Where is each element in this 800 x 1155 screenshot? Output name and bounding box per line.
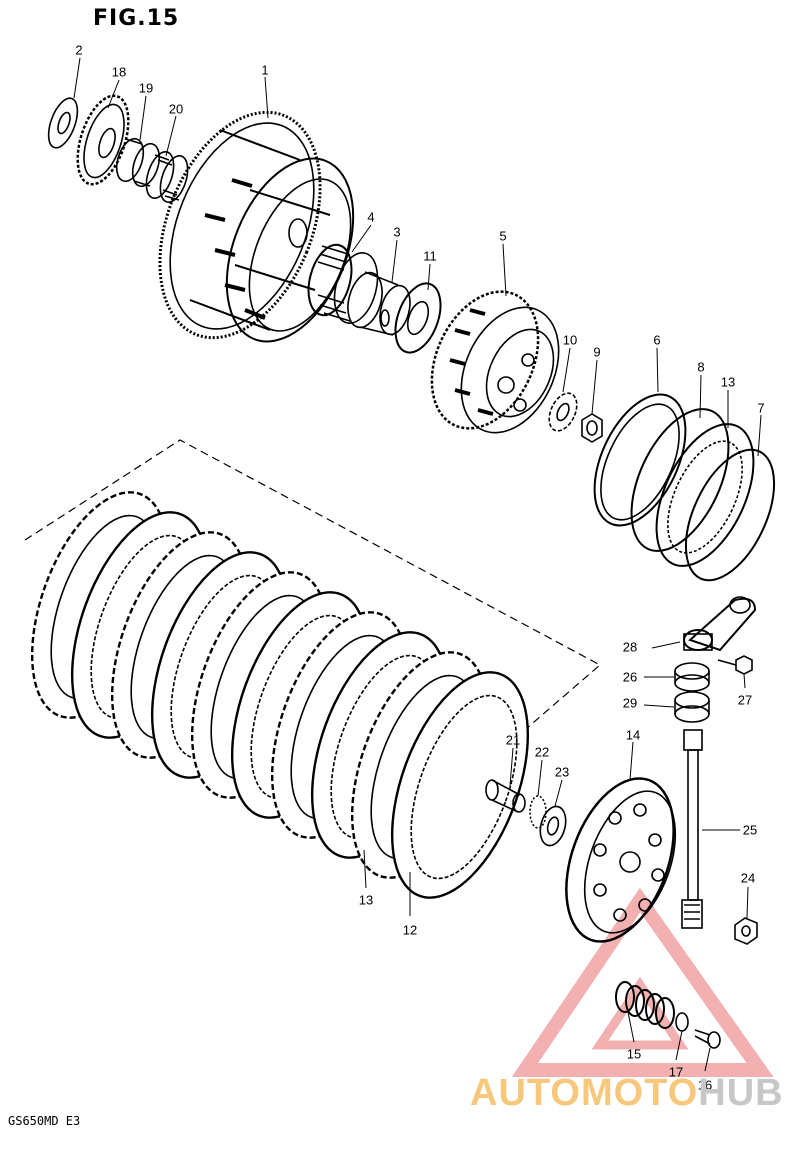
callout-13: 13 <box>358 892 374 908</box>
part-27-bearing <box>674 691 710 723</box>
part-15-clutch-spring <box>615 981 675 1029</box>
callout-28: 28 <box>622 639 638 655</box>
part-8-spring-seat <box>630 408 730 552</box>
leader-lines <box>73 57 762 1072</box>
part-16-bolt <box>694 1029 721 1049</box>
callout-15: 15 <box>626 1046 642 1062</box>
callout-24: 24 <box>740 870 756 886</box>
callout-7: 7 <box>757 400 765 416</box>
part-17-washer <box>675 1012 689 1032</box>
callout-22: 22 <box>534 744 550 760</box>
part-26-bearing <box>674 662 710 692</box>
figure-title: FIG.15 <box>93 6 180 31</box>
callout-8: 8 <box>697 359 705 375</box>
part-24-nut <box>734 917 758 945</box>
part-4-bearing <box>307 243 379 324</box>
callout-9: 9 <box>593 344 601 360</box>
callout-16: 16 <box>697 1077 713 1093</box>
watermark-logo <box>511 887 774 1077</box>
part-23-washer <box>539 805 567 847</box>
callout-1: 1 <box>261 62 269 78</box>
callout-19: 19 <box>138 80 154 96</box>
part-7-wire-ring <box>684 448 776 582</box>
clutch-plate-stack <box>30 491 530 899</box>
watermark-text: AUTOMOTOHUB <box>470 1072 784 1115</box>
callout-17: 17 <box>668 1064 684 1080</box>
watermark-text-part2: HUB <box>698 1072 784 1114</box>
part-21-push-piece <box>485 779 526 813</box>
clutch-plate <box>390 671 530 899</box>
callout-25: 25 <box>742 822 758 838</box>
callout-21: 21 <box>505 732 521 748</box>
part-29-bolt <box>717 655 753 675</box>
callout-10: 10 <box>562 332 578 348</box>
callout-6: 6 <box>653 332 661 348</box>
callout-4: 4 <box>367 209 375 225</box>
part-3-sleeve <box>347 271 411 336</box>
part-6-spring-washer <box>593 393 687 527</box>
part-22-thrust-bearing <box>529 795 547 829</box>
callout-13: 13 <box>720 374 736 390</box>
callout-26: 26 <box>622 669 638 685</box>
part-1-clutch-housing <box>158 110 355 343</box>
callout-5: 5 <box>499 228 507 244</box>
part-28-release-arm <box>683 596 757 652</box>
callout-14: 14 <box>625 727 641 743</box>
callout-18: 18 <box>111 64 127 80</box>
watermark-text-part1: AUTOMOTO <box>470 1072 699 1114</box>
part-13-driven-plate <box>655 423 755 567</box>
part-25-push-rod <box>681 729 703 929</box>
part-14-pressure-plate <box>565 777 677 943</box>
part-9-nut <box>581 413 603 443</box>
callout-29: 29 <box>622 695 638 711</box>
part-5-sleeve-hub <box>430 290 560 434</box>
callout-11: 11 <box>423 248 437 264</box>
part-19-spacer <box>115 137 161 188</box>
callout-23: 23 <box>554 764 570 780</box>
callout-3: 3 <box>393 224 401 240</box>
callout-12: 12 <box>402 922 418 938</box>
part-2-washer <box>47 97 79 149</box>
plate-stack-boundary <box>24 439 602 761</box>
part-11-washer <box>394 282 442 354</box>
callout-20: 20 <box>168 101 184 117</box>
callout-27: 27 <box>737 692 753 708</box>
callout-2: 2 <box>75 42 83 58</box>
model-code: GS650MD E3 <box>8 1114 81 1128</box>
part-10-lock-washer <box>548 392 578 432</box>
